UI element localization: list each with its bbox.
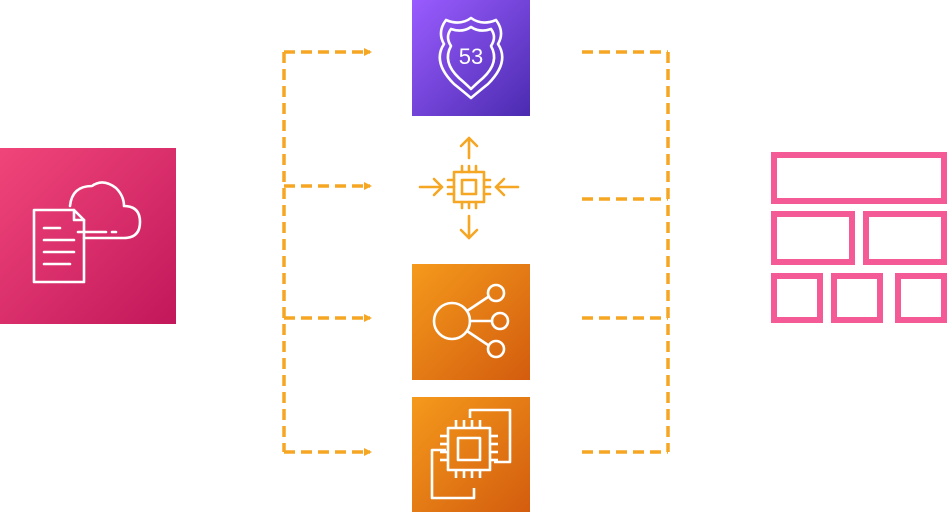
ec2-instances-icon <box>430 408 512 500</box>
connectors <box>198 48 748 456</box>
route53-shield-icon: 53 <box>438 16 504 100</box>
load-balancer-icon <box>432 283 510 359</box>
grid-layout-icon <box>771 152 947 323</box>
auto-scaling-chip-icon <box>418 136 520 240</box>
route53-label: 53 <box>459 44 483 69</box>
source-tile <box>0 148 176 324</box>
document-cloud-icon <box>32 181 142 284</box>
